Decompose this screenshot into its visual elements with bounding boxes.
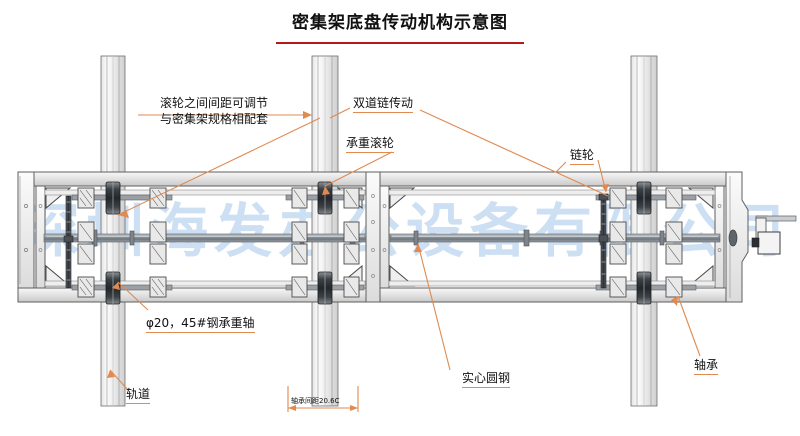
chain-run [63, 195, 74, 289]
annotation-roller-spacing-line1: 滚轮之间间距可调节 [160, 96, 269, 110]
annotation-roller-spacing: 滚轮之间间距可调节 与密集架规格相配套 [160, 95, 268, 127]
annotation-bearing: 轴承 [694, 358, 719, 375]
annotation-load-bearing-roller: 承重滚轮 [346, 136, 395, 153]
load-bearing-roller [317, 181, 333, 305]
rail-middle [311, 55, 339, 407]
bearing-block [609, 187, 683, 298]
annotation-bearing-spacing: 轴承间距20.6C [291, 397, 340, 405]
roller-station-left [63, 181, 173, 305]
bearing-block [77, 187, 167, 298]
bearing-spacing-dimension [287, 386, 359, 412]
hand-crank-assembly [751, 215, 797, 255]
leader-lines [109, 107, 701, 391]
bearing-block [291, 187, 360, 298]
rail-right [630, 55, 658, 407]
rail-group [100, 55, 658, 407]
page-title: 密集架底盘传动机构示意图 [292, 13, 508, 33]
roller-station-middle [285, 181, 365, 305]
annotation-roller-spacing-line2: 与密集架规格相配套 [160, 112, 269, 126]
rail-left [100, 55, 126, 407]
annotation-rail: 轨道 [126, 387, 151, 404]
annotation-solid-round-steel: 实心圆钢 [462, 371, 511, 388]
leader-arrowheads [107, 111, 678, 378]
sprocket-and-chain [598, 193, 609, 289]
load-bearing-roller [636, 181, 652, 305]
roller-station-right [595, 181, 697, 305]
chassis-frame [17, 171, 749, 303]
annotation-dual-chain-drive: 双道链传动 [353, 96, 414, 113]
annotation-sprocket: 链轮 [570, 148, 595, 165]
title-underline [276, 42, 524, 44]
annotation-load-shaft: φ20，45#钢承重轴 [146, 316, 255, 333]
diagram-title-block: 密集架底盘传动机构示意图 [0, 8, 800, 44]
